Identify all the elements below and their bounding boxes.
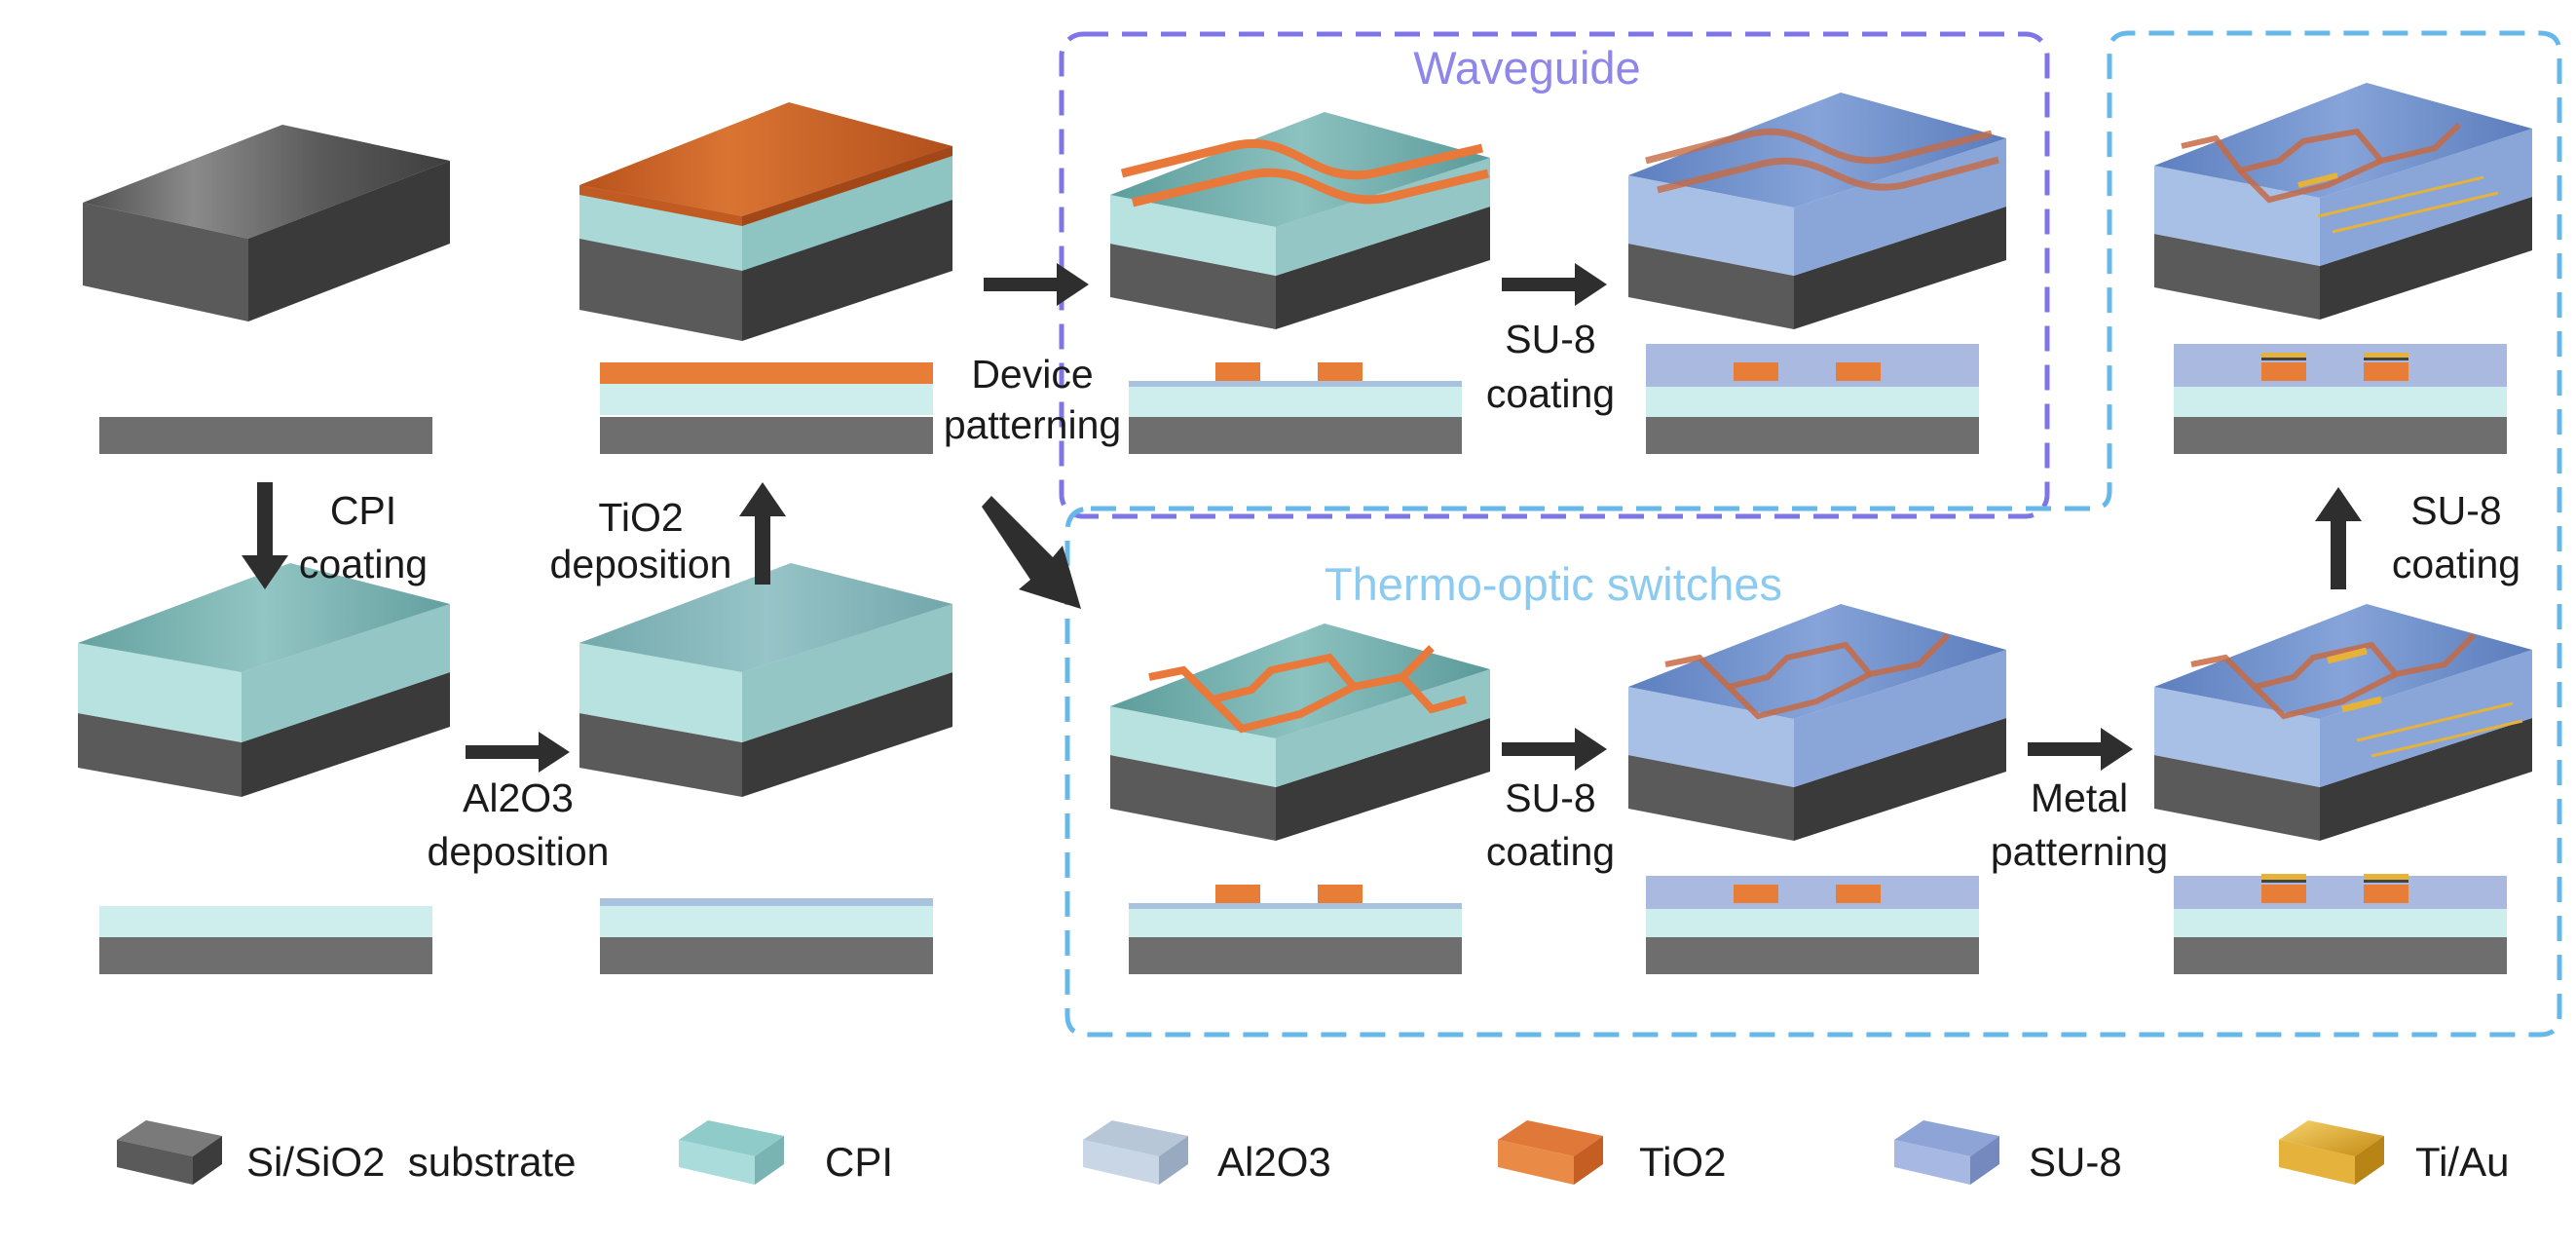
legend-label-tio2: TiO2 [1639, 1139, 1726, 1185]
tiau-block-icon [2279, 1120, 2384, 1185]
legend-label-substrate: Si/SiO2 substrate [246, 1139, 576, 1185]
switches-group-title: Thermo-optic switches [1325, 558, 1782, 610]
cross-section-al2o3 [600, 898, 933, 974]
tio2-coated-3d-block [579, 102, 952, 341]
step-tio2-deposition: TiO2 deposition [550, 495, 732, 586]
waveguide-group-title: Waveguide [1413, 42, 1640, 94]
svg-text:Al2O3: Al2O3 [463, 775, 574, 820]
arrow-down-cpi [242, 482, 288, 589]
arrow-up-tio2 [739, 482, 786, 585]
svg-text:CPI: CPI [330, 488, 396, 533]
waveguide-group-border [1059, 31, 2050, 519]
arrow-right-al2o3 [466, 732, 570, 773]
cross-section-switch-patterned [1129, 885, 1462, 974]
switch-metal-3d-block [2154, 604, 2532, 841]
al2o3-coated-3d-block [579, 563, 952, 797]
step-cpi-coating: CPI coating [299, 488, 428, 586]
svg-text:SU-8: SU-8 [2410, 488, 2501, 533]
cpi-block-icon [679, 1120, 784, 1185]
svg-text:deposition: deposition [428, 829, 610, 874]
svg-text:patterning: patterning [1991, 829, 2168, 874]
arrow-right-su8-wg [1502, 263, 1607, 306]
step-metal-patterning: Metal patterning [1991, 775, 2168, 874]
cross-section-switch-final [2174, 344, 2507, 454]
al2o3-block-icon [1083, 1120, 1188, 1185]
waveguide-su8-3d-block [1628, 93, 2006, 329]
cross-section-waveguide-patterned [1129, 362, 1462, 454]
arrow-right-metal [2028, 728, 2133, 771]
svg-text:coating: coating [1486, 829, 1615, 874]
substrate-block-icon [117, 1120, 222, 1185]
svg-text:Metal: Metal [2031, 775, 2128, 820]
cross-section-switch-metal [2174, 874, 2507, 974]
svg-text:coating: coating [2392, 542, 2520, 586]
su8-block-icon [1894, 1120, 1999, 1185]
substrate-3d-block [83, 125, 450, 321]
step-su8-coating-waveguide: SU-8 coating [1486, 317, 1615, 416]
cross-section-waveguide-su8 [1646, 344, 1979, 454]
waveguide-patterned-3d-block [1110, 112, 1490, 329]
step-su8-coating-final: SU-8 coating [2392, 488, 2520, 586]
legend-label-tiau: Ti/Au [2415, 1139, 2509, 1185]
arrow-diagonal-device [982, 496, 1081, 609]
cross-section-tio2 [600, 362, 933, 454]
switch-final-3d-block [2154, 83, 2532, 320]
cross-section-substrate [99, 417, 432, 454]
cross-section-cpi [99, 906, 432, 974]
switches-group-border [1064, 30, 2562, 1038]
svg-text:deposition: deposition [550, 542, 732, 586]
svg-text:patterning: patterning [944, 402, 1121, 447]
step-device-patterning: Device patterning [944, 352, 1121, 447]
svg-text:TiO2: TiO2 [598, 495, 683, 540]
svg-text:SU-8: SU-8 [1505, 317, 1595, 361]
svg-text:Device: Device [971, 352, 1093, 397]
tio2-block-icon [1498, 1120, 1603, 1185]
legend-label-cpi: CPI [825, 1139, 893, 1185]
arrow-right-su8-sw [1502, 728, 1607, 771]
arrow-up-su8-final [2315, 487, 2362, 589]
legend: Si/SiO2 substrate CPI Al2O3 TiO2 SU-8 [117, 1120, 2509, 1185]
step-su8-coating-switch: SU-8 coating [1486, 775, 1615, 874]
arrow-right-device [984, 263, 1089, 306]
legend-label-al2o3: Al2O3 [1217, 1139, 1331, 1185]
svg-text:coating: coating [1486, 371, 1615, 416]
legend-label-su8: SU-8 [2029, 1139, 2122, 1185]
step-al2o3-deposition: Al2O3 deposition [428, 775, 610, 874]
svg-text:coating: coating [299, 542, 428, 586]
switch-patterned-3d-block [1110, 624, 1490, 841]
cpi-coated-3d-block [78, 563, 450, 797]
svg-text:SU-8: SU-8 [1505, 775, 1595, 820]
cross-section-switch-su8 [1646, 876, 1979, 974]
switch-su8-3d-block [1628, 604, 2006, 841]
